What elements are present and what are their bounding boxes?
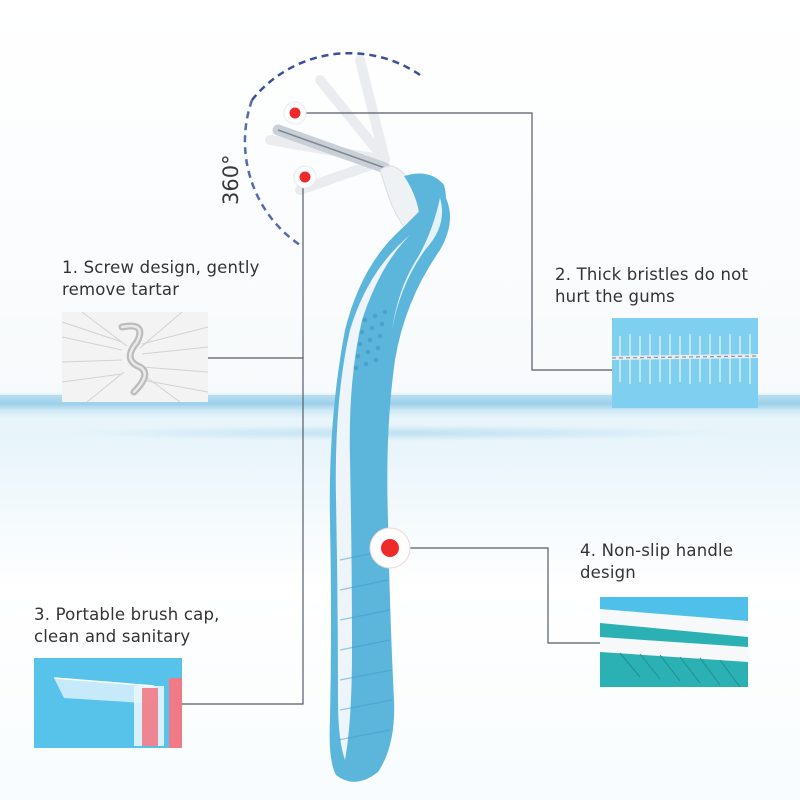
feature-2-thumbnail-bristles bbox=[612, 318, 758, 408]
feature-3-line1: Portable brush cap, bbox=[55, 605, 220, 624]
feature-4-line1: Non-slip handle bbox=[601, 541, 734, 560]
water-glint bbox=[60, 425, 740, 441]
feature-3-label: 3. Portable brush cap, clean and sanitar… bbox=[34, 604, 220, 648]
feature-2-line2: hurt the gums bbox=[555, 287, 675, 306]
feature-1-line2: remove tartar bbox=[62, 280, 180, 299]
feature-4-number: 4. bbox=[580, 541, 597, 560]
feature-3-line2: clean and sanitary bbox=[34, 627, 191, 646]
red-dot-marker-screw bbox=[293, 165, 317, 189]
red-dot-marker-handle bbox=[369, 527, 411, 569]
feature-2-line1: Thick bristles do not bbox=[576, 265, 749, 284]
rotation-label: 360° bbox=[219, 154, 243, 205]
handle-white-stripe bbox=[335, 235, 410, 760]
leader-line-2 bbox=[298, 112, 612, 371]
red-dot-marker-bristle bbox=[283, 101, 307, 125]
leader-line-4 bbox=[390, 547, 600, 644]
feature-2-label: 2. Thick bristles do not hurt the gums bbox=[555, 264, 748, 308]
feature-1-number: 1. bbox=[62, 258, 79, 277]
feature-4-thumbnail-handle bbox=[600, 597, 748, 687]
feature-3-thumbnail-cap bbox=[34, 658, 182, 748]
feature-4-label: 4. Non-slip handle design bbox=[580, 540, 733, 584]
feature-3-number: 3. bbox=[34, 605, 51, 624]
handle-body bbox=[329, 188, 450, 782]
leader-line-3 bbox=[182, 358, 304, 705]
feature-1-line1: Screw design, gently bbox=[83, 258, 260, 277]
rotation-arc bbox=[251, 52, 421, 101]
feature-1-thumbnail-screw bbox=[62, 312, 208, 402]
feature-1-label: 1. Screw design, gently remove tartar bbox=[62, 257, 260, 301]
feature-2-number: 2. bbox=[555, 265, 572, 284]
feature-4-line2: design bbox=[580, 563, 636, 582]
